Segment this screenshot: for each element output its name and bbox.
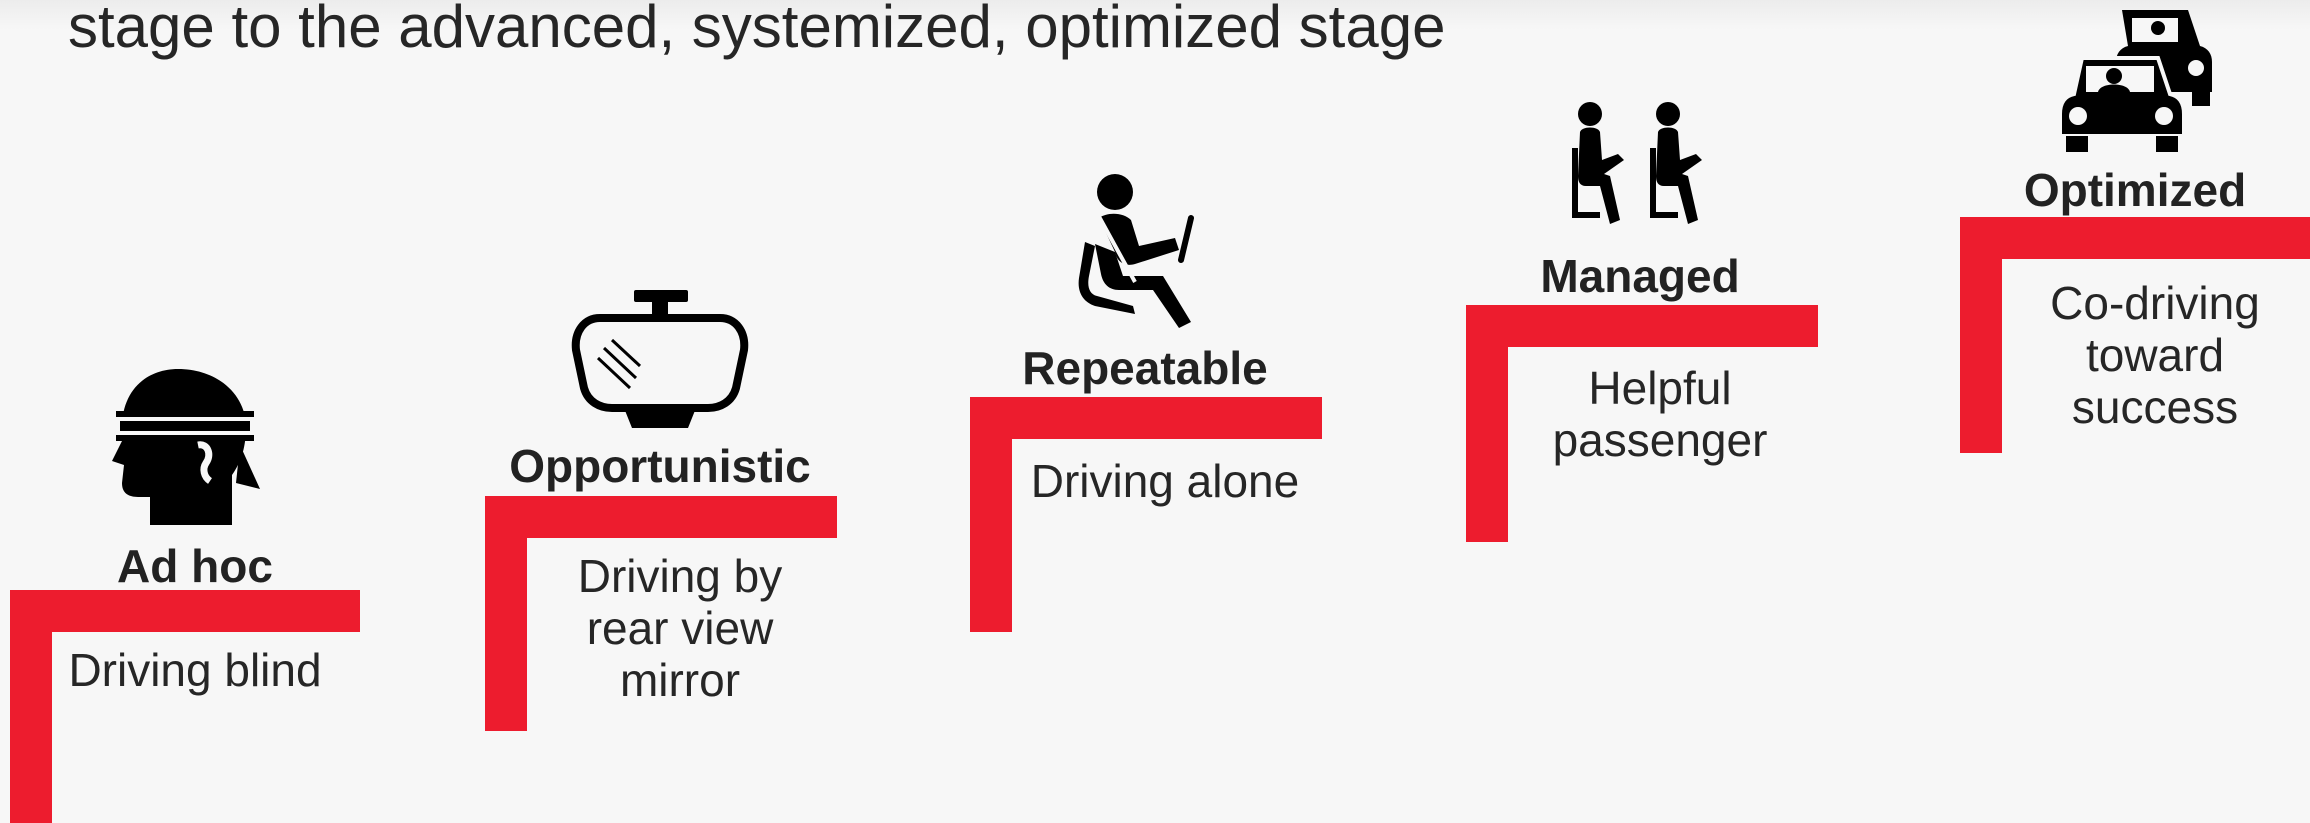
stage-title-optimized: Optimized [2023,164,2247,216]
stage-title-ad-hoc: Ad hoc [117,540,273,592]
headline: stage to the advanced, systemized, optim… [68,0,1446,60]
stage-desc-ad-hoc: Driving blind [68,644,322,696]
rear-view-mirror-icon [571,290,749,428]
stage-desc-repeatable: Driving alone [1030,455,1300,507]
blindfolded-head-icon [112,369,260,525]
stage-title-managed: Managed [1540,250,1740,302]
stage-desc-opportunistic: Driving by rear view mirror [577,550,783,706]
stage-desc-optimized: Co-driving toward success [2050,277,2260,433]
driver-seat-icon [1078,174,1194,328]
two-cars-icon [2058,10,2212,152]
stage-desc-managed: Helpful passenger [1552,362,1768,466]
stage-title-opportunistic: Opportunistic [509,440,811,492]
stage-title-repeatable: Repeatable [1022,342,1268,394]
two-seated-people-icon [1572,102,1702,224]
